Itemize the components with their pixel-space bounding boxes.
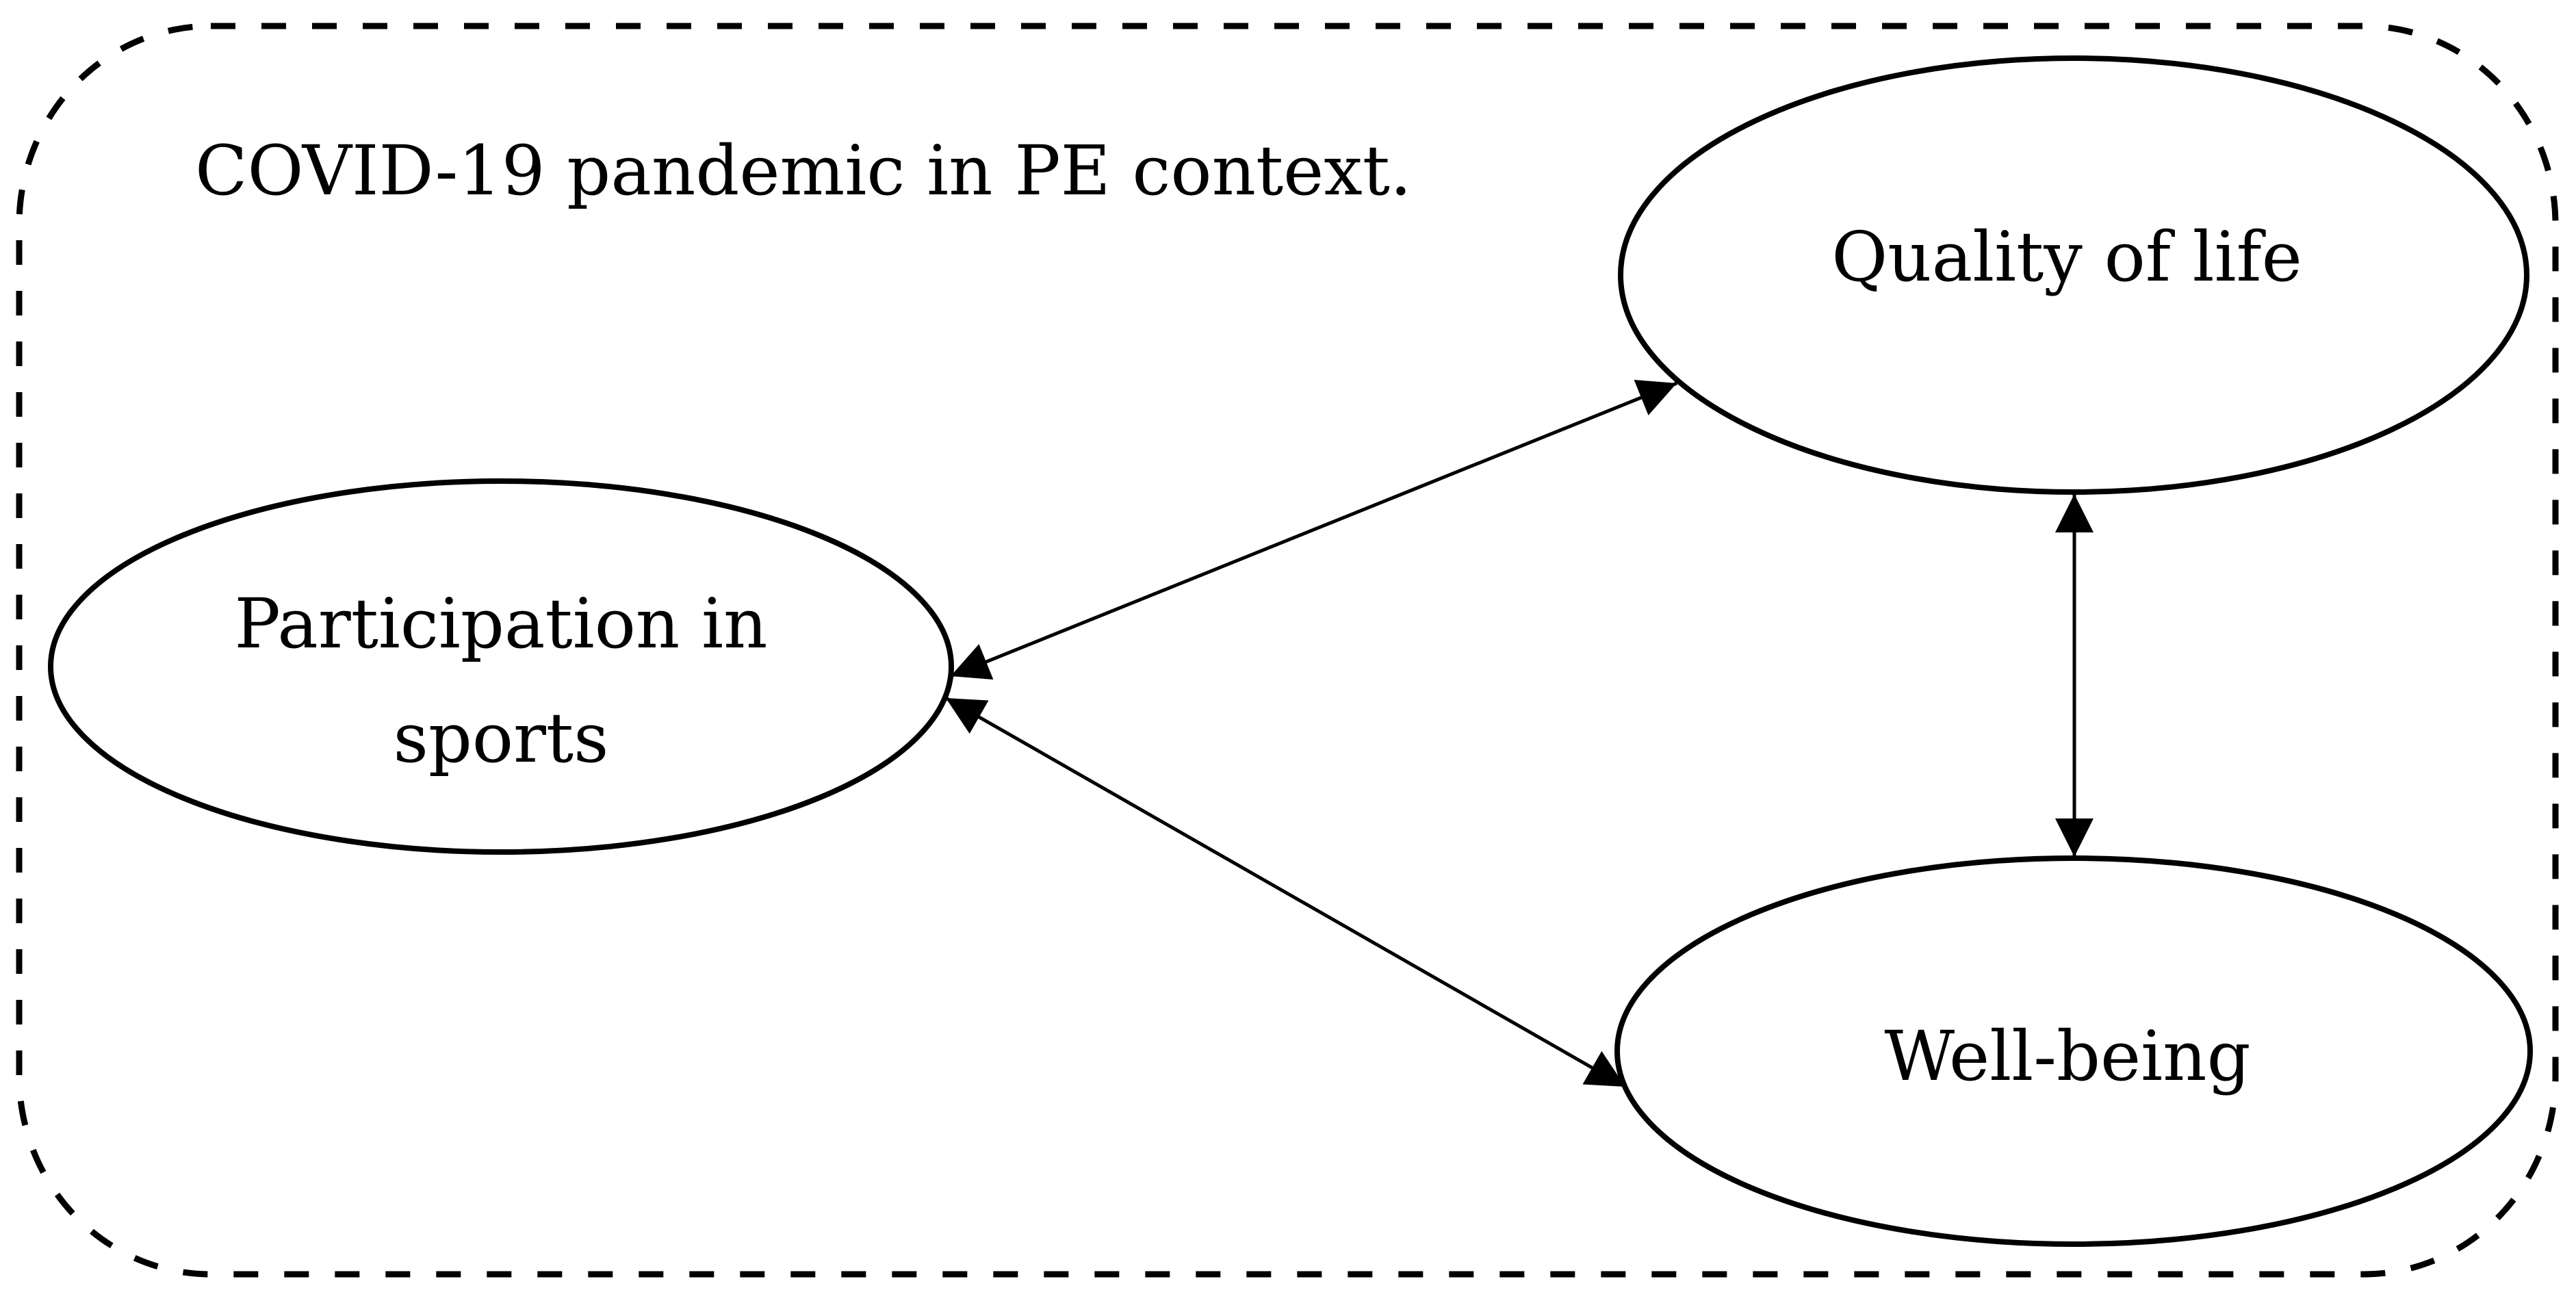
participation-label-line1: Participation in bbox=[235, 584, 768, 664]
quality-of-life-ellipse bbox=[1618, 55, 2529, 495]
context-title: COVID-19 pandemic in PE context. bbox=[195, 131, 1412, 211]
edge-participation-quality bbox=[950, 379, 1677, 680]
quality-of-life-label: Quality of life bbox=[1831, 217, 2302, 297]
participation-label-line2: sports bbox=[394, 698, 609, 778]
edge-participation-wellbeing bbox=[944, 696, 1627, 1089]
wellbeing-ellipse bbox=[1614, 855, 2533, 1247]
wellbeing-label: Well-being bbox=[1884, 1016, 2250, 1096]
pandemic-context-dashed-border bbox=[16, 23, 2559, 1278]
participation-ellipse bbox=[48, 478, 954, 855]
